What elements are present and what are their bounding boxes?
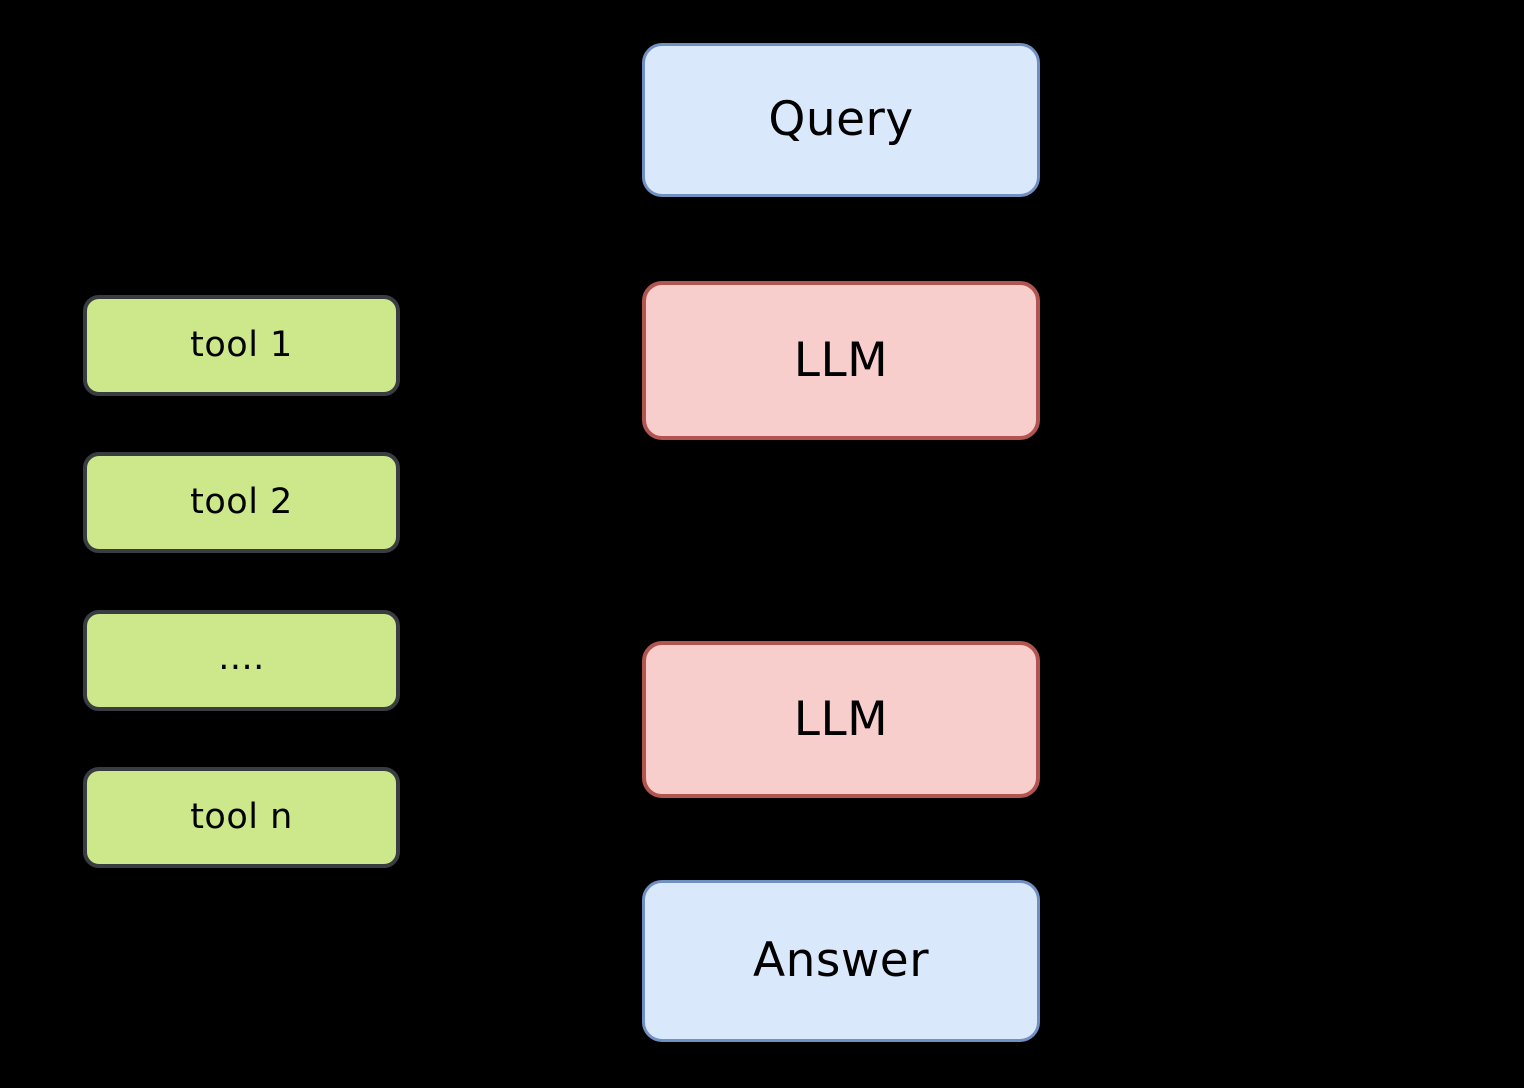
node-tool-2[interactable]: tool 2 xyxy=(83,452,400,553)
node-llm-2-label: LLM xyxy=(793,691,889,747)
node-llm-1[interactable]: LLM xyxy=(642,281,1040,440)
node-query-label: Query xyxy=(768,92,914,148)
node-query[interactable]: Query xyxy=(642,43,1040,197)
node-tool-ellipsis[interactable]: .... xyxy=(83,610,400,711)
node-answer[interactable]: Answer xyxy=(642,880,1040,1042)
node-tool-1[interactable]: tool 1 xyxy=(83,295,400,396)
node-llm-1-label: LLM xyxy=(793,332,889,388)
node-tool-n[interactable]: tool n xyxy=(83,767,400,868)
node-llm-2[interactable]: LLM xyxy=(642,641,1040,798)
node-answer-label: Answer xyxy=(752,933,930,989)
node-tool-ellipsis-label: .... xyxy=(218,638,265,679)
node-tool-2-label: tool 2 xyxy=(190,482,293,523)
node-tool-1-label: tool 1 xyxy=(190,325,293,366)
node-tool-n-label: tool n xyxy=(190,797,293,838)
